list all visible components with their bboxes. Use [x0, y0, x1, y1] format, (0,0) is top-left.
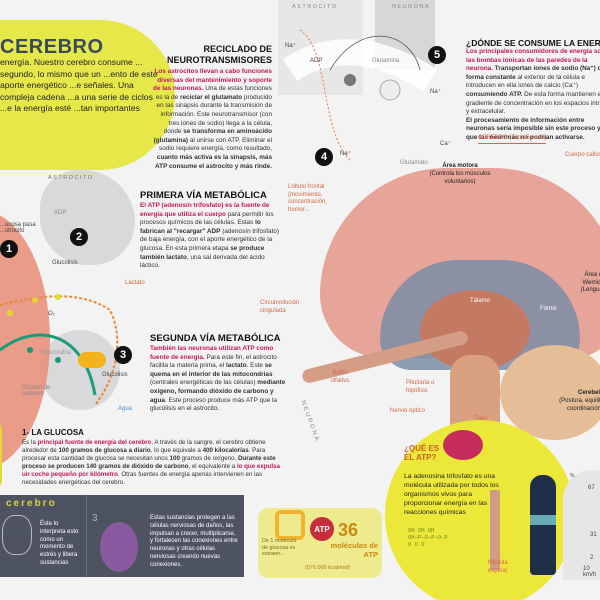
atp-cluster-icon — [443, 430, 483, 460]
glucosa-title: 1- LA GLUCOSA — [22, 428, 84, 437]
intro-text: energía. Nuestro cerebro consume ... seg… — [0, 57, 158, 113]
donde-title: ¿DÓNDE SE CONSUME LA ENERGÍA? — [466, 38, 600, 48]
adp-label-top: ADP — [310, 58, 323, 64]
glutamina-label: Glutamina — [372, 58, 400, 64]
pituitaria-label: Pituitaria o hipófisis — [406, 380, 435, 394]
runner-shorts — [530, 515, 556, 525]
bulbo-label: Bulbo olfativo — [330, 370, 350, 384]
segunda-text: También las neuronas utilizan ATP como f… — [150, 345, 286, 413]
atp-box-left-text: De 1 molécula de glucosa es extraen... — [262, 538, 297, 558]
cerebelo-sub: (Postura, equilibrio, coordinación) — [559, 398, 600, 412]
page-title: CEREBRO — [0, 36, 104, 58]
mitochondria-icon — [78, 352, 106, 368]
hands-brain-icon — [100, 522, 138, 572]
astrocito-top-label: ASTROCITO — [292, 4, 338, 10]
chart-value-31: 31 — [590, 532, 597, 538]
primera-title: PRIMERA VÍA METABÓLICA — [140, 190, 267, 201]
cerebelo-label: Cerebelo — [578, 390, 600, 396]
o2-label: O₂ — [48, 311, 55, 317]
atp-kcal: (576.000 kcal/mol) — [305, 565, 351, 571]
reciclado-title: RECICLADO DE NEUROTRANSMISORES — [166, 44, 272, 65]
step-2-badge: 2 — [70, 228, 88, 246]
neurona-top-label: NEURONA — [392, 4, 431, 10]
glucosa-pasa-label: ...ucosa pasa ...strocito — [0, 222, 36, 234]
header-background — [0, 20, 175, 170]
step-1-badge: 1 — [0, 240, 18, 258]
cuerpo-calloso-label: Cuerpo calloso — [565, 152, 600, 158]
fornix-label: Fórnix — [540, 306, 557, 312]
atp-badge-icon: ATP — [310, 517, 334, 541]
segunda-title: SEGUNDA VÍA METABÓLICA — [150, 333, 281, 344]
wernicke-label: Área de Wernicke (Lenguaje) — [580, 272, 600, 293]
agua-label: Agua — [118, 406, 133, 412]
nervio-optico-label: Nervio óptico — [390, 408, 426, 414]
lobulo-frontal-label: Lóbulo frontal (movimiento, concentració… — [288, 184, 328, 213]
panel-step-3: 3 — [92, 513, 98, 524]
area-motora-label: Área motora — [442, 163, 478, 169]
runner-silhouette-icon — [530, 475, 556, 575]
panel-text-1: Éste lo interpreta esto como un momento … — [40, 521, 79, 566]
na-label-neuron: Na⁺ — [430, 89, 441, 95]
step-4-badge: 4 — [315, 148, 333, 166]
lactato-label: Lactato — [125, 280, 145, 286]
reciclado-text: Los astrocitos llevan a cabo funciones d… — [152, 68, 272, 170]
atp-formula: OH OH OH OH—P—O—P—O—P O O O — [408, 528, 448, 548]
dioxido-label: Dióxido de carbono — [22, 385, 51, 397]
panel-divider — [86, 495, 87, 577]
astrocyte-cell — [40, 170, 135, 265]
step-5-badge: 5 — [428, 46, 446, 64]
medula-label: Médula espinal — [488, 560, 508, 574]
primera-text: El ATP (adenosín trifosfato) es la fuent… — [140, 202, 280, 270]
mitocondria-label: Mitocondria — [40, 350, 72, 356]
spinal-cord-shape — [490, 490, 500, 570]
chart-unit: % — [570, 473, 575, 479]
area-motora-sub: (Controla los músculos voluntarios) — [429, 171, 491, 185]
runner-chart — [563, 470, 600, 580]
metabolic-pathway — [0, 294, 119, 406]
neuron-cell — [40, 330, 120, 410]
cerebellum-shape — [500, 345, 600, 440]
glucosa-text: Es la principal fuente de energía del ce… — [22, 439, 280, 486]
talamo-label: Tálamo — [470, 298, 491, 304]
atp-unit: moléculas de ATP — [330, 541, 378, 559]
donde-text: Los principales consumidores de energía … — [466, 48, 600, 141]
ca-label: Ca⁺ — [440, 141, 451, 147]
synapse-diagram — [282, 29, 437, 161]
chart-value-67: 67 — [588, 485, 595, 491]
panel-title: cerebro — [6, 498, 57, 509]
na-label-top: Na⁺ — [285, 43, 296, 49]
glucose-molecule-icon — [275, 510, 305, 540]
circunvolucion-label: Circunvolución cingulada — [260, 300, 300, 314]
adp-label: ADP — [54, 210, 67, 216]
step-3-badge: 3 — [114, 346, 132, 364]
na-label-bottom: Na⁺ — [340, 151, 351, 157]
glucolisis-label-2: Glucolisis — [102, 372, 128, 378]
panel-text-2: Estas sustancias protegen a las células … — [150, 515, 238, 568]
chart-value-2: 2 — [590, 555, 594, 561]
que-es-atp-title: ¿QUÉ ES EL ATP? — [404, 444, 440, 462]
glucose-molecules-icon — [0, 420, 2, 490]
neurona-side-label: NEURONA — [299, 400, 321, 444]
glutamato-label: Glutamato — [400, 160, 428, 166]
atp-number: 36 — [338, 520, 359, 540]
glucolisis-label-1: Glucolisis — [52, 260, 78, 266]
brain-size-label: CEREBRO (Tamaño real) — [478, 135, 547, 144]
que-es-atp-text: La adenosina trifosfato es una molécula … — [404, 473, 499, 516]
astrocito-label: ASTROCITO — [48, 175, 94, 181]
brain-outline-icon — [2, 515, 32, 555]
chart-xlabel: 10 km/h — [583, 566, 597, 578]
